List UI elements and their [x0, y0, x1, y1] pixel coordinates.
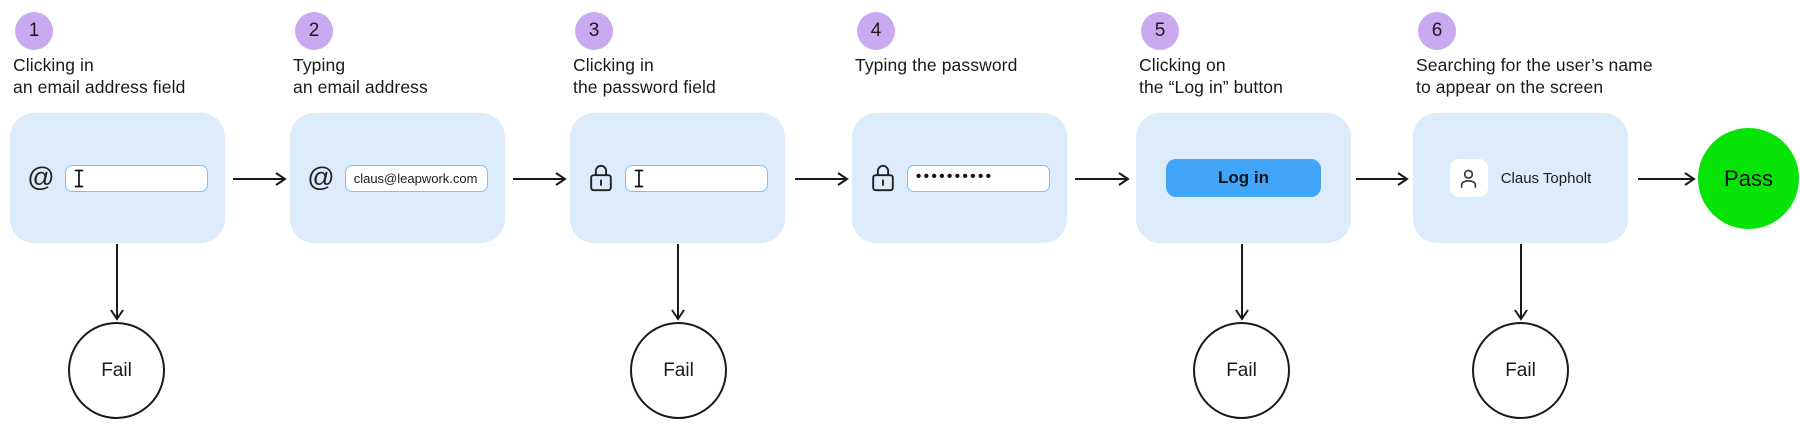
step-card: @ claus@leapwork.com — [290, 113, 505, 243]
fail-node: Fail — [1472, 322, 1569, 419]
step-number-badge: 2 — [295, 12, 333, 50]
step-card: •••••••••• — [852, 113, 1067, 243]
step-number-badge: 6 — [1418, 12, 1456, 50]
step-number-badge: 4 — [857, 12, 895, 50]
user-name-text: Claus Topholt — [1500, 169, 1592, 187]
step-card: Log in — [1136, 113, 1351, 243]
step-title: Typing the password — [855, 55, 1018, 75]
step-card: Claus Topholt — [1413, 113, 1628, 243]
login-button[interactable]: Log in — [1166, 159, 1321, 197]
fail-node: Fail — [68, 322, 165, 419]
lock-icon — [590, 165, 612, 192]
lock-icon — [872, 165, 894, 192]
at-icon: @ — [27, 161, 55, 192]
password-dots: •••••••••• — [916, 167, 994, 185]
step-number-badge: 1 — [15, 12, 53, 50]
email-input[interactable]: claus@leapwork.com — [344, 164, 488, 192]
email-input[interactable] — [64, 164, 208, 192]
password-input[interactable]: •••••••••• — [907, 164, 1050, 192]
text-cursor-icon — [74, 169, 84, 187]
step-title: Clicking in an email address field — [13, 55, 186, 97]
at-icon: @ — [307, 161, 335, 192]
email-input-value: claus@leapwork.com — [353, 170, 478, 186]
user-icon — [1460, 169, 1477, 188]
pass-node: Pass — [1698, 128, 1799, 229]
step-number-badge: 5 — [1141, 12, 1179, 50]
fail-node: Fail — [630, 322, 727, 419]
step-title: Typing an email address — [293, 55, 428, 97]
step-title: Clicking on the “Log in” button — [1139, 55, 1283, 97]
user-avatar-tile — [1449, 159, 1488, 197]
text-cursor-icon — [634, 169, 644, 187]
step-title: Searching for the user’s name to appear … — [1416, 55, 1653, 97]
fail-node: Fail — [1193, 322, 1290, 419]
password-input[interactable] — [625, 164, 768, 192]
step-number-badge: 3 — [575, 12, 613, 50]
step-title: Clicking in the password field — [573, 55, 716, 97]
step-card — [570, 113, 785, 243]
step-card: @ — [10, 113, 225, 243]
